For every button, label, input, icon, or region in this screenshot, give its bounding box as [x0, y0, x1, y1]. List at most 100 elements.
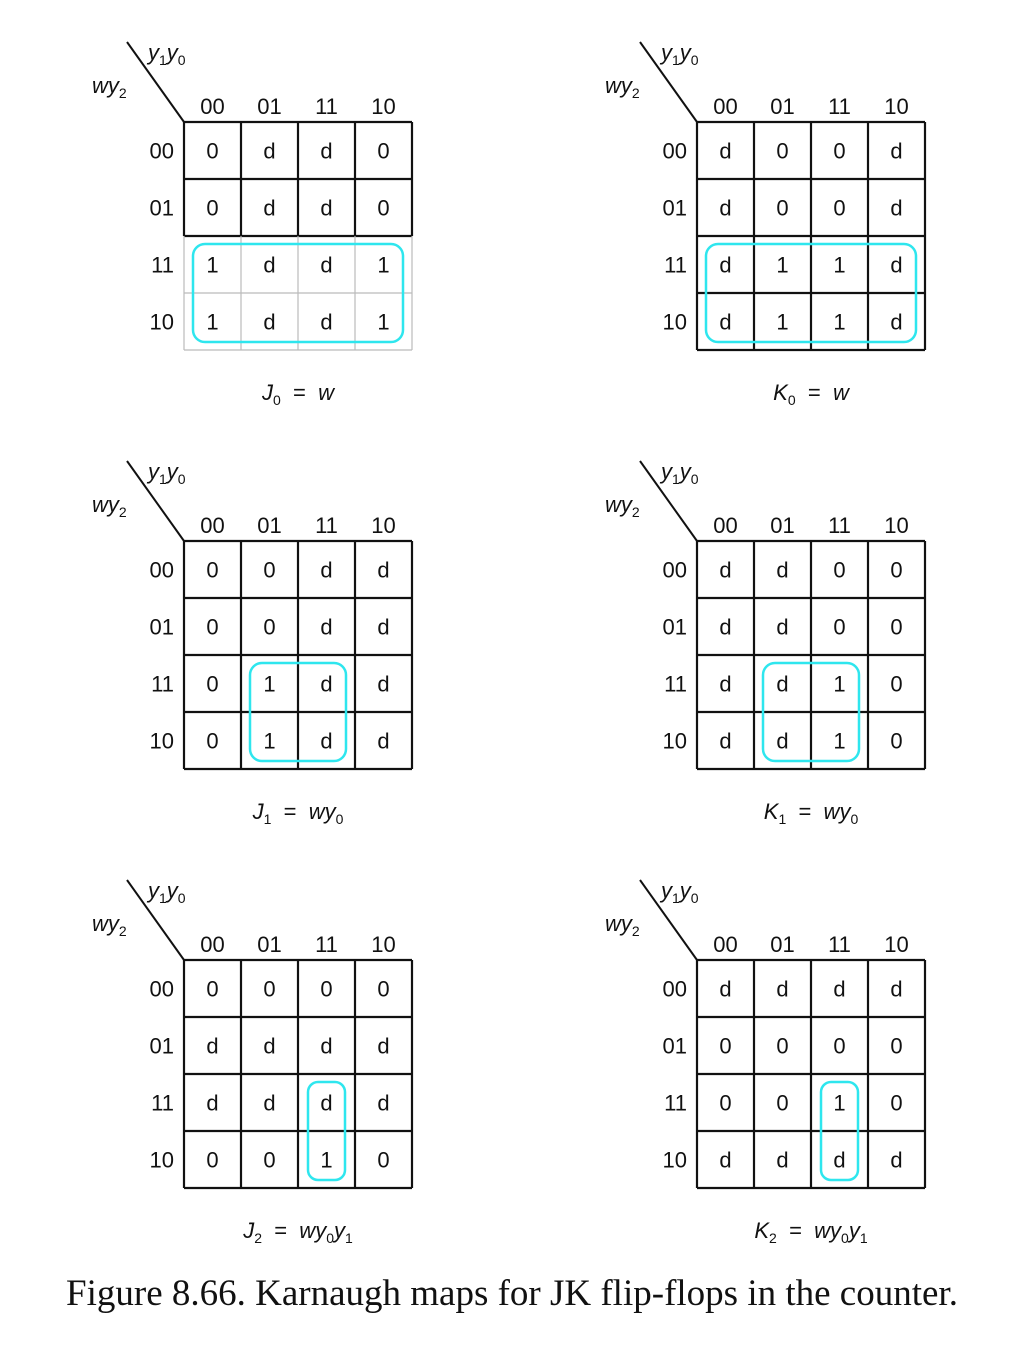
row-label: 11 — [664, 253, 687, 278]
cell-value: d — [719, 977, 731, 1002]
row-label: 00 — [150, 977, 174, 1002]
diagonal-divider — [126, 460, 185, 542]
cell-value: 1 — [833, 253, 845, 278]
row-variables-label: wy2 — [605, 911, 640, 939]
cell-value: 1 — [833, 310, 845, 335]
cell-value: d — [719, 615, 731, 640]
cell-value: 0 — [890, 729, 902, 754]
equation-label: K1 = wy0 — [764, 799, 859, 827]
cell-value: d — [320, 558, 332, 583]
column-label: 11 — [315, 932, 338, 957]
row-label: 10 — [663, 1148, 687, 1173]
cell-value: 0 — [206, 139, 218, 164]
grouping-loop — [306, 1080, 347, 1182]
cell-value: 0 — [263, 977, 275, 1002]
cell-value: 0 — [206, 196, 218, 221]
row-label: 00 — [150, 558, 174, 583]
cell-value: d — [719, 1148, 731, 1173]
cell-value: d — [263, 1091, 275, 1116]
cell-value: 0 — [833, 139, 845, 164]
row-variables-label: wy2 — [92, 73, 127, 101]
cell-value: 0 — [890, 1034, 902, 1059]
diagonal-divider — [126, 41, 185, 123]
cell-value: 0 — [263, 1148, 275, 1173]
row-label: 01 — [150, 615, 174, 640]
column-label: 00 — [713, 513, 737, 538]
cell-value: 0 — [890, 672, 902, 697]
cell-value: 0 — [890, 1091, 902, 1116]
column-label: 01 — [770, 513, 794, 538]
cell-value: 0 — [263, 558, 275, 583]
cell-value: d — [206, 1091, 218, 1116]
row-label: 01 — [663, 615, 687, 640]
cell-value: d — [833, 1148, 845, 1173]
cell-value: 0 — [833, 196, 845, 221]
cell-value: d — [320, 139, 332, 164]
cell-value: d — [263, 310, 275, 335]
cell-value: d — [776, 672, 788, 697]
column-label: 11 — [828, 932, 851, 957]
cell-value: 1 — [833, 1091, 845, 1116]
cell-value: d — [719, 139, 731, 164]
cell-value: 1 — [320, 1148, 332, 1173]
cell-value: 0 — [890, 558, 902, 583]
cell-value: d — [776, 729, 788, 754]
cell-value: 1 — [776, 253, 788, 278]
cell-value: d — [890, 196, 902, 221]
cell-value: 0 — [719, 1091, 731, 1116]
cell-value: 1 — [377, 310, 389, 335]
column-label: 01 — [770, 94, 794, 119]
cell-value: 0 — [719, 1034, 731, 1059]
column-label: 00 — [200, 932, 224, 957]
cell-value: 0 — [377, 977, 389, 1002]
cell-value: d — [719, 558, 731, 583]
column-variables-label: y1y0 — [659, 40, 699, 68]
cell-value: 0 — [206, 672, 218, 697]
cell-value: 0 — [833, 615, 845, 640]
grouping-loop — [819, 1080, 860, 1182]
cell-value: 0 — [320, 977, 332, 1002]
cell-value: d — [833, 977, 845, 1002]
cell-value: d — [890, 310, 902, 335]
diagonal-divider — [639, 460, 698, 542]
cell-value: 1 — [833, 672, 845, 697]
cell-value: d — [377, 558, 389, 583]
row-variables-label: wy2 — [92, 492, 127, 520]
cell-value: 1 — [833, 729, 845, 754]
cell-value: d — [320, 672, 332, 697]
cell-value: 1 — [377, 253, 389, 278]
cell-value: 0 — [377, 196, 389, 221]
cell-value: 0 — [263, 615, 275, 640]
grouping-loop — [191, 242, 405, 344]
cell-value: d — [776, 558, 788, 583]
cell-value: d — [263, 253, 275, 278]
cell-value: 0 — [206, 615, 218, 640]
figure-caption: Figure 8.66. Karnaugh maps for JK flip-f… — [66, 1273, 958, 1314]
cell-value: d — [263, 196, 275, 221]
cell-value: d — [320, 729, 332, 754]
cell-value: 1 — [776, 310, 788, 335]
cell-value: d — [263, 1034, 275, 1059]
cell-value: d — [377, 615, 389, 640]
column-label: 01 — [257, 932, 281, 957]
column-variables-label: y1y0 — [659, 459, 699, 487]
column-label: 10 — [884, 94, 908, 119]
row-label: 11 — [664, 1091, 687, 1116]
column-label: 00 — [713, 94, 737, 119]
row-label: 10 — [150, 310, 174, 335]
cell-value: d — [719, 672, 731, 697]
cell-value: d — [320, 1034, 332, 1059]
cell-value: 0 — [833, 558, 845, 583]
cell-value: d — [320, 310, 332, 335]
cell-value: 0 — [833, 1034, 845, 1059]
cell-value: 1 — [206, 310, 218, 335]
cell-value: d — [377, 1034, 389, 1059]
cell-value: d — [890, 139, 902, 164]
row-label: 11 — [151, 253, 174, 278]
row-variables-label: wy2 — [605, 73, 640, 101]
cell-value: d — [263, 139, 275, 164]
row-label: 01 — [150, 196, 174, 221]
